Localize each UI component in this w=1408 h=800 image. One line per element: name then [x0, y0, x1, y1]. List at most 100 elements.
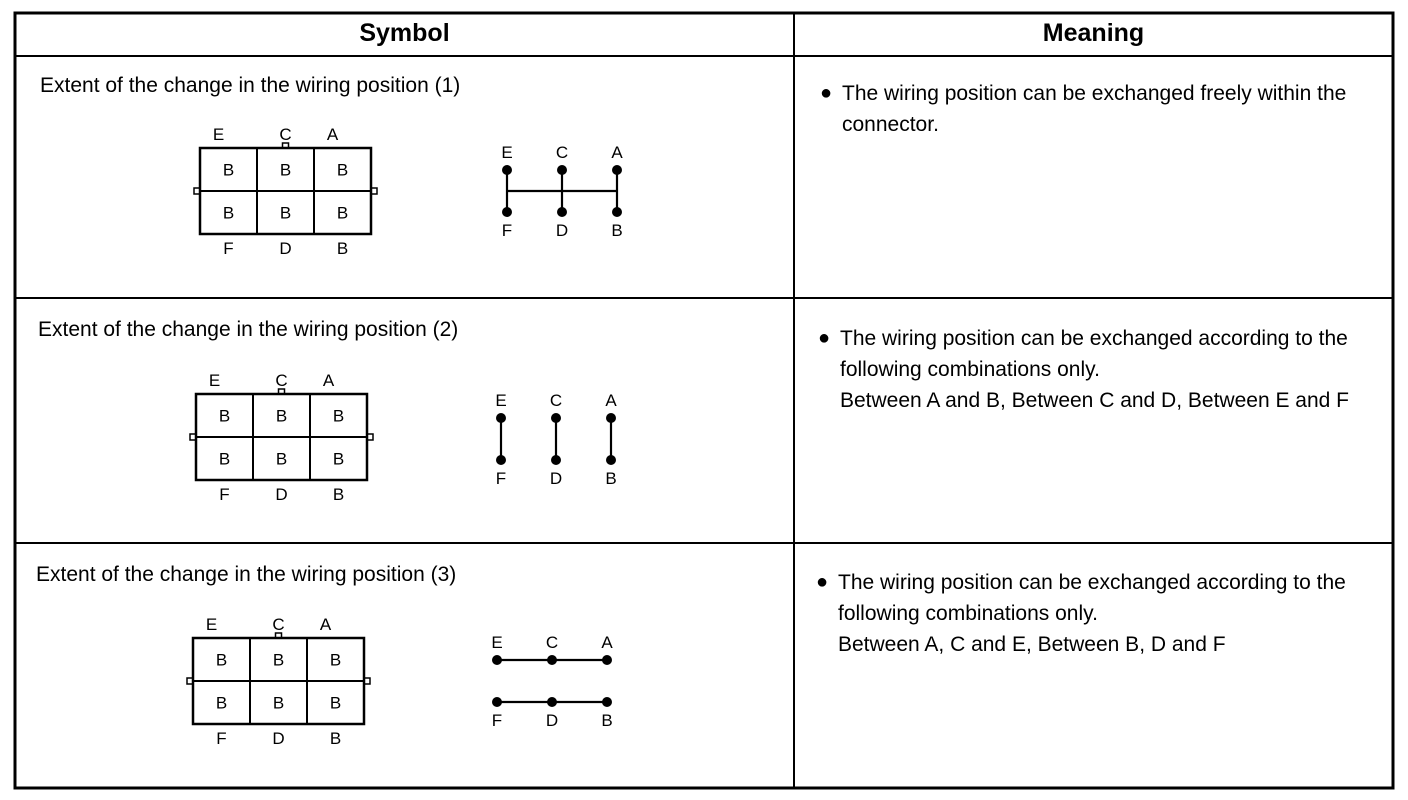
connector-outline	[198, 146, 373, 236]
connector-top-label: E	[213, 125, 224, 144]
wiring-terminal-dot	[602, 655, 612, 665]
wiring-terminal-dot	[557, 165, 567, 175]
connector-cell-label: B	[333, 450, 344, 469]
wiring-bottom-label: B	[601, 711, 612, 730]
connector-cell-label: B	[330, 651, 341, 670]
bullet-icon: ●	[820, 82, 833, 104]
row-2-title: Extent of the change in the wiring posit…	[38, 318, 459, 341]
row-2-meaning: ● The wiring position can be exchanged a…	[818, 323, 1377, 416]
connector-outline	[194, 392, 369, 482]
connector-cell-label: B	[273, 651, 284, 670]
connector-top-label: C	[279, 125, 291, 144]
connector-cell-label: B	[276, 407, 287, 426]
wiring-bottom-label: B	[611, 221, 622, 240]
connector-cell-label: B	[223, 161, 234, 180]
wiring-terminal-dot	[547, 697, 557, 707]
meaning-column-header: Meaning	[1042, 19, 1145, 47]
bullet-icon: ●	[816, 571, 829, 593]
wiring-top-label: E	[495, 391, 506, 410]
connector-cell-label: B	[330, 694, 341, 713]
wiring-top-label: C	[556, 143, 568, 162]
connector-cell-label: B	[276, 450, 287, 469]
connector-bottom-label: B	[333, 485, 344, 504]
connector-cell-label: B	[216, 651, 227, 670]
wiring-terminal-dot	[551, 455, 561, 465]
connector-bottom-label: D	[272, 729, 284, 748]
wiring-terminal-dot	[547, 655, 557, 665]
bullet-icon: ●	[818, 327, 831, 349]
connector-top-label: C	[275, 371, 287, 390]
wiring-bottom-label: D	[550, 469, 562, 488]
row-3-title: Extent of the change in the wiring posit…	[36, 563, 457, 586]
connector-cell-label: B	[223, 204, 234, 223]
wiring-bottom-label: F	[496, 469, 506, 488]
connector-bottom-label: D	[279, 239, 291, 258]
meaning-text: Between A, C and E, Between B, D and F	[838, 633, 1226, 656]
connector-outline	[191, 636, 366, 726]
wiring-terminal-dot	[502, 207, 512, 217]
connector-cell-label: B	[219, 450, 230, 469]
connector-top-label: C	[272, 615, 284, 634]
connector-cell-label: B	[280, 161, 291, 180]
row-3-meaning: ● The wiring position can be exchanged a…	[816, 567, 1377, 660]
wiring-top-label: C	[550, 391, 562, 410]
connector-cell	[252, 393, 311, 438]
wiring-terminal-dot	[557, 207, 567, 217]
wiring-top-label: E	[501, 143, 512, 162]
wiring-terminal-dot	[602, 697, 612, 707]
wiring-terminal-dot	[492, 697, 502, 707]
wiring-diagram-1: E C A F D B	[490, 140, 640, 245]
row-1-title: Extent of the change in the wiring posit…	[40, 74, 461, 97]
connector-cell	[192, 637, 251, 682]
connector-top-label: E	[206, 615, 217, 634]
connector-cell	[306, 680, 365, 725]
connector-bottom-label: F	[219, 485, 229, 504]
wiring-terminal-dot	[502, 165, 512, 175]
wiring-terminal-dot	[496, 455, 506, 465]
connector-bottom-label: D	[275, 485, 287, 504]
wiring-terminal-dot	[612, 165, 622, 175]
wiring-top-label: E	[491, 633, 502, 652]
wiring-top-label: C	[546, 633, 558, 652]
connector-cell-label: B	[333, 407, 344, 426]
connector-cell-label: B	[273, 694, 284, 713]
wiring-bottom-label: B	[605, 469, 616, 488]
symbol-column-header: Symbol	[359, 19, 450, 47]
connector-cell-label: B	[219, 407, 230, 426]
meaning-text: The wiring position can be exchanged acc…	[840, 327, 1348, 381]
connector-top-label: A	[327, 125, 339, 144]
wiring-bottom-label: D	[556, 221, 568, 240]
wiring-top-label: A	[605, 391, 617, 410]
wiring-bottom-label: F	[502, 221, 512, 240]
wiring-terminal-dot	[492, 655, 502, 665]
meaning-text: Between A and B, Between C and D, Betwee…	[840, 389, 1349, 412]
connector-cell	[256, 190, 315, 235]
connector-cell-label: B	[337, 161, 348, 180]
wiring-top-label: A	[611, 143, 623, 162]
wiring-top-label: A	[601, 633, 613, 652]
wiring-terminal-dot	[551, 413, 561, 423]
connector-cell-label: B	[216, 694, 227, 713]
wiring-terminal-dot	[606, 413, 616, 423]
connector-cell-label: B	[280, 204, 291, 223]
connector-bottom-label: B	[330, 729, 341, 748]
row-1-meaning: ● The wiring position can be exchanged f…	[820, 78, 1377, 140]
wiring-terminal-dot	[496, 413, 506, 423]
connector-top-label: A	[323, 371, 335, 390]
connector-cell-label: B	[337, 204, 348, 223]
meaning-text: The wiring position can be exchanged acc…	[838, 571, 1346, 625]
wiring-terminal-dot	[606, 455, 616, 465]
connector-bottom-label: F	[223, 239, 233, 258]
connector-top-label: A	[320, 615, 332, 634]
connector-bottom-label: B	[337, 239, 348, 258]
wiring-terminal-dot	[612, 207, 622, 217]
connector-top-label: E	[209, 371, 220, 390]
wiring-diagram-2: E C A F D B	[484, 388, 634, 493]
wiring-bottom-label: D	[546, 711, 558, 730]
meaning-text: The wiring position can be exchanged fre…	[842, 82, 1347, 136]
